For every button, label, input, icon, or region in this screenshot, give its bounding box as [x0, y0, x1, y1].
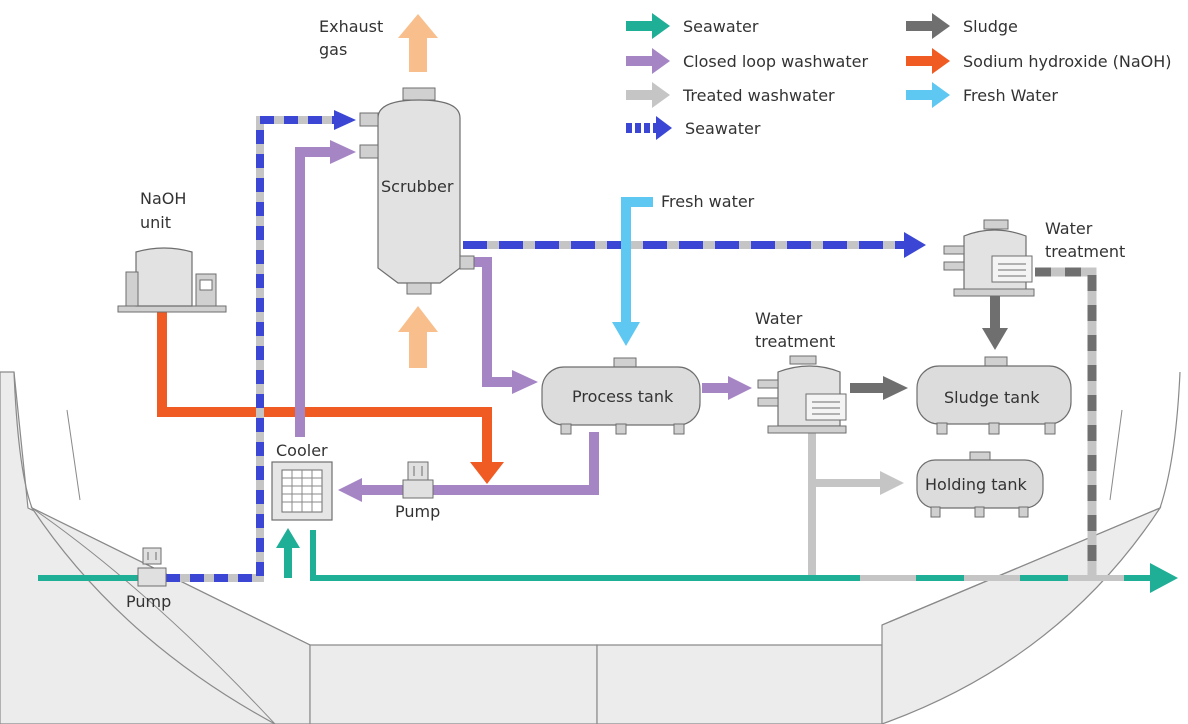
legend-label-closed-loop: Closed loop washwater	[683, 52, 868, 71]
water-treatment-mid	[757, 355, 847, 434]
legend-label-naoh: Sodium hydroxide (NaOH)	[963, 52, 1172, 71]
water-treatment-top-label-line2: treatment	[1045, 242, 1125, 261]
legend-item-seawater-dashed: Seawater	[626, 116, 761, 140]
hull-left-outline	[13, 371, 311, 646]
hull-inner-left	[31, 507, 276, 724]
hull-bottom-left	[309, 644, 598, 724]
legend-label-seawater: Seawater	[683, 17, 759, 36]
naoh-unit	[117, 247, 227, 313]
closed-loop-pipe-cooler-to-scrubber	[295, 140, 356, 437]
water-treatment-mid-label-line2: treatment	[755, 332, 835, 351]
closed-loop-pipe-scrubber-to-process	[462, 257, 538, 394]
process-tank	[541, 357, 701, 435]
naoh-unit-label-line1: NaOH	[140, 189, 186, 208]
closed-loop-pipe-process-to-treatment	[702, 376, 752, 400]
exhaust-in-arrow	[398, 306, 438, 368]
exhaust-label-line2: gas	[319, 40, 347, 59]
treated-washwater-pipe-mid	[808, 432, 904, 580]
exhaust-out-arrow	[398, 14, 438, 72]
legend-label-sludge: Sludge	[963, 17, 1018, 36]
fresh-water-pipe	[612, 197, 653, 346]
cooler-label: Cooler	[276, 441, 328, 460]
treated-sludge-pipe-right	[1035, 267, 1097, 580]
sludge-pipe-vertical	[982, 295, 1008, 350]
legend-label-treated: Treated washwater	[682, 86, 835, 105]
pump-mid-label: Pump	[395, 502, 440, 521]
scrubber-label: Scrubber	[381, 177, 454, 196]
sludge-pipe-horizontal	[850, 376, 908, 400]
naoh-pipe	[157, 312, 504, 484]
seawater-dashed-pipe-to-treatment	[463, 232, 926, 258]
legend-item-sludge: Sludge	[906, 13, 1018, 39]
hull-right-outline	[881, 371, 1181, 626]
pump-mid	[402, 461, 434, 499]
process-tank-label: Process tank	[572, 387, 674, 406]
legend-item-treated: Treated washwater	[626, 82, 835, 108]
cooler	[271, 461, 333, 521]
water-treatment-top	[943, 219, 1035, 297]
legend: Seawater Closed loop washwater Treated w…	[626, 13, 1172, 140]
legend-item-closed-loop: Closed loop washwater	[626, 48, 868, 74]
legend-item-naoh: Sodium hydroxide (NaOH)	[906, 48, 1172, 74]
seawater-main-line	[38, 528, 1178, 593]
legend-item-fresh-water: Fresh Water	[906, 82, 1058, 108]
sludge-tank	[916, 356, 1072, 435]
sludge-tank-label: Sludge tank	[944, 388, 1040, 407]
holding-tank	[916, 451, 1044, 518]
seawater-dashed-pipe-to-scrubber	[166, 110, 356, 582]
legend-item-seawater: Seawater	[626, 13, 759, 39]
hull-bottom-right	[596, 644, 883, 724]
legend-label-seawater-dashed: Seawater	[685, 119, 761, 138]
closed-loop-pipe-return	[338, 432, 599, 502]
pump-left-label: Pump	[126, 592, 171, 611]
scrubber	[359, 87, 475, 295]
holding-tank-label: Holding tank	[925, 475, 1027, 494]
water-treatment-top-label-line1: Water	[1045, 219, 1093, 238]
fresh-water-label: Fresh water	[661, 192, 755, 211]
naoh-unit-label-line2: unit	[140, 213, 171, 232]
water-treatment-mid-label-line1: Water	[755, 309, 803, 328]
hull-left-inner	[66, 409, 81, 501]
hull-right-plate	[881, 506, 1162, 724]
legend-label-fresh-water: Fresh Water	[963, 86, 1058, 105]
hull-right-inner	[1109, 409, 1123, 501]
exhaust-label-line1: Exhaust	[319, 17, 383, 36]
pump-left	[137, 547, 167, 587]
